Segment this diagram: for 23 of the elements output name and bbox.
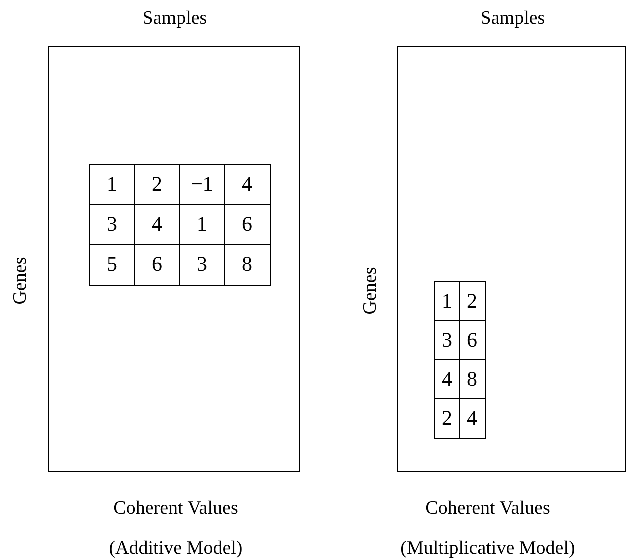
table-cell: −1 xyxy=(179,164,226,206)
axis-title: Genes xyxy=(10,257,32,305)
axis-title: Genes xyxy=(360,267,382,315)
axis-title: Samples xyxy=(480,8,546,30)
matrix-label: Coherent Values (Multiplicative Model) xyxy=(400,497,576,558)
table-cell: 2 xyxy=(134,164,180,206)
table-cell: 6 xyxy=(459,320,486,360)
axis-title: Samples xyxy=(142,8,208,30)
table-cell: 8 xyxy=(224,244,270,286)
table-cell: 3 xyxy=(89,204,136,246)
table-cell: 3 xyxy=(179,244,226,286)
table-cell: 4 xyxy=(459,398,486,438)
table-cell: 5 xyxy=(89,244,136,286)
matrix-label: Coherent Values (Additive Model) xyxy=(108,497,244,558)
table-cell: 1 xyxy=(179,204,226,246)
table-cell: 8 xyxy=(459,359,486,400)
table-cell: 2 xyxy=(434,398,460,438)
table-cell: 4 xyxy=(224,164,270,206)
table-cell: 1 xyxy=(89,164,136,206)
table-cell: 2 xyxy=(459,281,486,322)
table-cell: 6 xyxy=(134,244,180,286)
table-cell: 6 xyxy=(224,204,270,246)
table-cell: 4 xyxy=(134,204,180,246)
